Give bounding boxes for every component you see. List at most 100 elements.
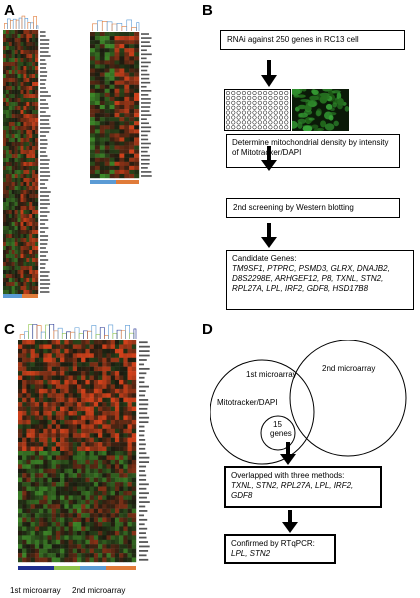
heatmap-cell — [3, 98, 7, 103]
heatmap-cell — [14, 78, 18, 83]
heatmap-cell — [114, 486, 120, 492]
heatmap-cell — [64, 517, 69, 523]
heatmap-cell — [110, 442, 116, 447]
heatmap-cell — [8, 194, 12, 199]
heatmap-cell — [11, 274, 15, 279]
heatmap-cell — [114, 451, 120, 456]
heatmap-cell — [34, 459, 40, 465]
heatmap-cell — [43, 455, 48, 461]
heatmap-cell — [114, 353, 120, 358]
heatmap-cell — [89, 504, 95, 509]
heatmap-cell — [114, 419, 120, 425]
heatmap-cell — [114, 344, 120, 350]
heatmap-cell — [5, 114, 10, 119]
heatmap-cell — [29, 166, 33, 171]
heatmap-cell — [119, 366, 124, 372]
heatmap-cell — [43, 544, 48, 549]
heatmap-cell — [43, 406, 48, 412]
heatmap-cell — [32, 262, 36, 267]
heatmap-cell — [114, 411, 120, 416]
heatmap-cell — [51, 482, 57, 487]
heatmap-cell — [34, 482, 40, 487]
venn-circle-1st — [210, 359, 315, 465]
heatmap-cell — [98, 442, 103, 447]
heatmap-cell — [34, 348, 40, 354]
venn-label-mitotracker: Mitotracker/DAPI — [217, 398, 278, 407]
cell — [292, 120, 298, 129]
heatmap-cell — [8, 54, 12, 59]
heatmap-cell — [55, 495, 61, 501]
heatmap-cell — [134, 52, 140, 57]
heatmap-cell — [64, 344, 69, 350]
heatmap-cell — [104, 60, 110, 65]
heatmap-cell — [134, 56, 140, 61]
heatmap-cell — [11, 206, 15, 211]
heatmap-cell — [98, 464, 103, 469]
heatmap-cell — [26, 357, 31, 363]
heatmap-cell — [22, 357, 27, 363]
gene-label-mark — [139, 416, 150, 419]
heatmap-cell — [39, 402, 44, 407]
group-bar-orange — [22, 294, 38, 298]
heatmap-cell — [124, 68, 130, 73]
heatmap-cell — [119, 362, 124, 367]
heatmap-cell — [26, 146, 30, 151]
heatmap-cell — [39, 504, 44, 509]
heatmap-cell — [119, 340, 124, 345]
heatmap-cell — [39, 379, 44, 385]
heatmap-cell — [35, 218, 39, 223]
well — [231, 110, 236, 115]
heatmap-cell — [23, 250, 27, 255]
heatmap-cell — [47, 553, 52, 558]
heatmap-cell — [17, 106, 21, 111]
heatmap-cell — [114, 464, 120, 469]
heatmap-cell — [26, 142, 30, 147]
heatmap-cell — [29, 62, 33, 67]
heatmap-cell — [14, 190, 18, 195]
heatmap-cell — [119, 165, 125, 171]
heatmap-cell — [64, 486, 69, 492]
heatmap-cell — [64, 375, 69, 381]
heatmap-cell — [81, 442, 86, 447]
heatmap-cell — [5, 74, 10, 79]
heatmap-cell — [127, 411, 132, 416]
heatmap-cell — [68, 419, 73, 425]
heatmap-cell — [30, 353, 36, 358]
well — [268, 100, 273, 105]
heatmap-cell — [22, 442, 27, 447]
heatmap-cell — [77, 459, 82, 465]
heatmap-cell — [119, 379, 124, 385]
heatmap-cell — [119, 173, 125, 179]
heatmap-cell — [26, 194, 30, 199]
heatmap-cell — [72, 375, 78, 381]
heatmap-cell — [23, 30, 27, 35]
heatmap-cell — [119, 44, 125, 49]
gene-label-mark — [40, 171, 50, 173]
heatmap-cell — [11, 290, 15, 295]
heatmap-cell — [102, 473, 107, 478]
heatmap-cell — [8, 74, 12, 79]
well — [247, 100, 252, 105]
heatmap-cell — [26, 114, 30, 119]
heatmap-cell — [89, 419, 95, 425]
heatmap-cell — [124, 153, 130, 158]
heatmap-cell — [14, 246, 18, 251]
heatmap-cell — [5, 194, 10, 199]
heatmap-cell — [34, 371, 40, 376]
heatmap-cell — [22, 371, 27, 376]
heatmap-cell — [14, 174, 18, 179]
heatmap-cell — [94, 40, 100, 45]
heatmap-cell — [106, 477, 111, 483]
heatmap-cell — [17, 206, 21, 211]
heatmap-cell — [81, 366, 86, 372]
heatmap-cell — [98, 526, 103, 532]
well — [225, 100, 231, 105]
heatmap-cell — [119, 92, 125, 98]
heatmap-cell — [29, 150, 33, 155]
well — [236, 100, 241, 105]
heatmap-cell — [119, 544, 124, 549]
cell — [308, 117, 315, 121]
heatmap-cell — [90, 161, 96, 167]
heatmap-cell — [35, 266, 39, 271]
heatmap-cell — [30, 371, 36, 376]
